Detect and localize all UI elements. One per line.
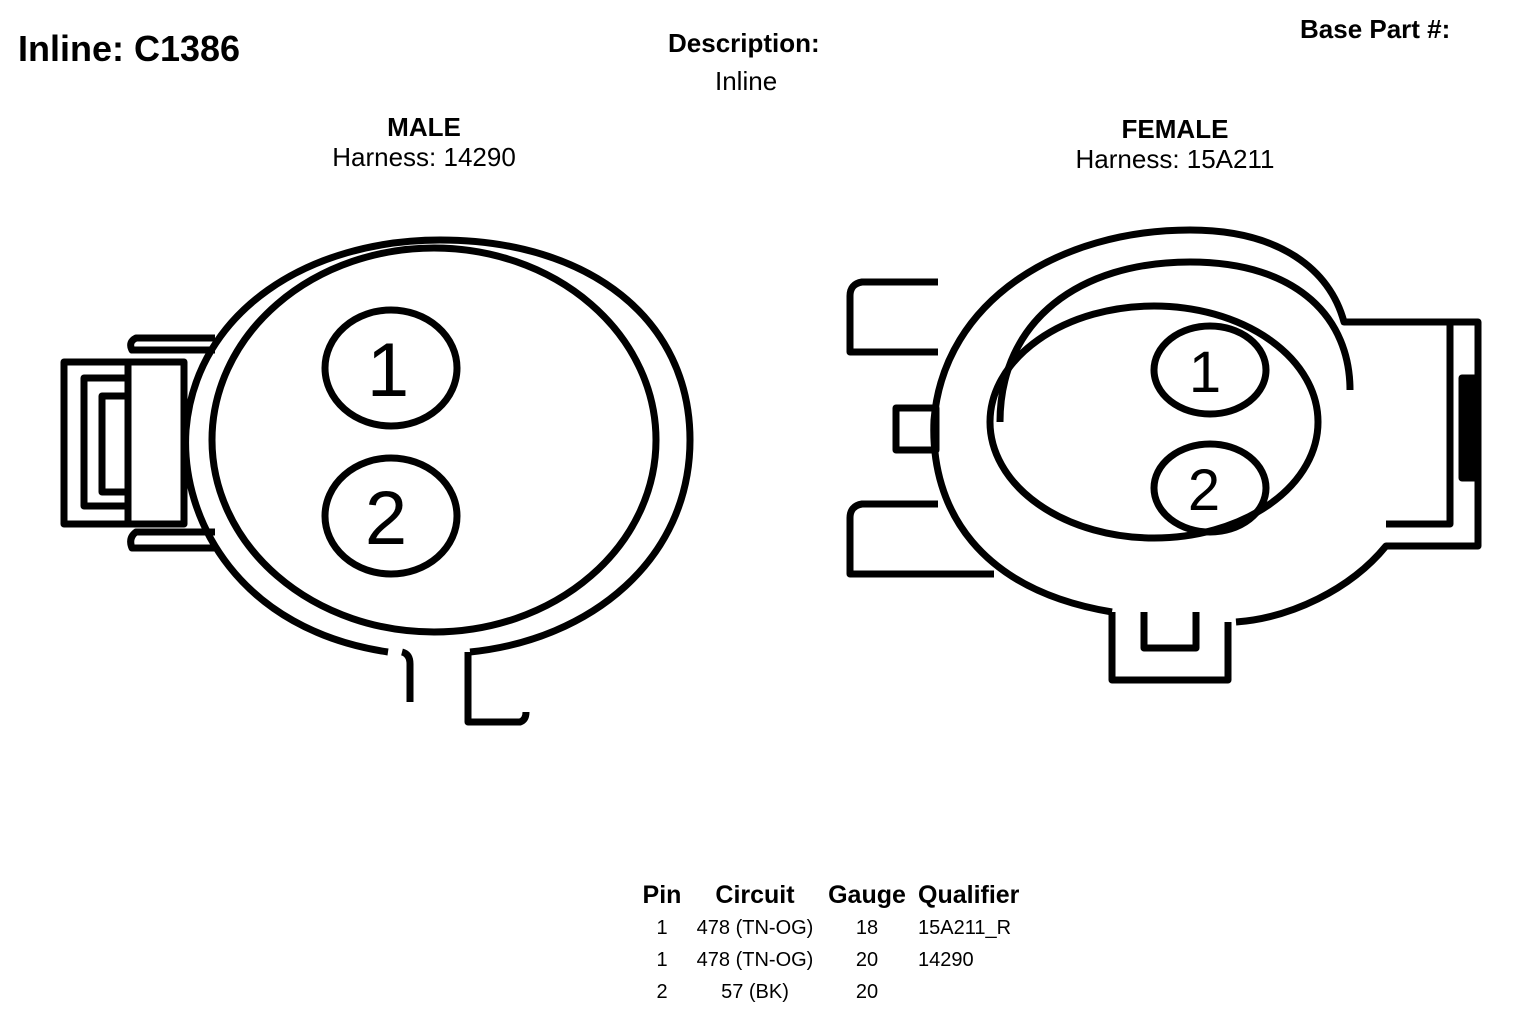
header-pin: Pin [642, 880, 682, 909]
header-qualifier: Qualifier [918, 880, 1020, 909]
female-connector-drawing [846, 226, 1482, 684]
male-heading: MALE Harness: 14290 [274, 112, 574, 172]
pin-circuit-table: Pin Circuit Gauge Qualifier 1 478 (TN-OG… [634, 878, 1038, 1008]
female-heading: FEMALE Harness: 15A211 [1025, 114, 1325, 174]
table-header-row: Pin Circuit Gauge Qualifier [634, 878, 1038, 912]
male-pin-1-label: 1 [367, 328, 409, 413]
header-circuit: Circuit [715, 880, 795, 909]
connector-title: Inline: C1386 [18, 28, 241, 69]
table-row: 2 57 (BK) 20 [634, 976, 1038, 1008]
description-value: Inline [715, 66, 778, 96]
cell-pin: 2 [656, 980, 668, 1003]
cell-pin: 1 [656, 948, 668, 971]
description-label: Description: [668, 28, 820, 58]
female-kind-label: FEMALE [1121, 114, 1229, 144]
cell-gauge: 18 [855, 916, 879, 939]
cell-qualifier [914, 976, 1038, 1008]
male-kind-label: MALE [387, 112, 461, 142]
table-row: 1 478 (TN-OG) 18 15A211_R [634, 912, 1038, 944]
cell-circuit: 57 (BK) [721, 980, 789, 1003]
female-pin-2-label: 2 [1188, 458, 1220, 523]
cell-gauge: 20 [855, 980, 879, 1003]
cell-circuit: 478 (TN-OG) [696, 948, 814, 971]
female-pin-1-label: 1 [1189, 340, 1221, 405]
cell-pin: 1 [656, 916, 668, 939]
male-pin-2-label: 2 [365, 476, 407, 561]
table-row: 1 478 (TN-OG) 20 14290 [634, 944, 1038, 976]
header-gauge: Gauge [828, 880, 906, 909]
cell-gauge: 20 [855, 948, 879, 971]
female-harness-label: Harness: 15A211 [1075, 144, 1275, 174]
base-part-label: Base Part #: [1300, 14, 1451, 44]
male-connector-drawing [60, 236, 694, 726]
male-harness-label: Harness: 14290 [332, 142, 516, 172]
cell-qualifier: 14290 [918, 948, 974, 971]
cell-circuit: 478 (TN-OG) [696, 916, 814, 939]
cell-qualifier: 15A211_R [918, 916, 1012, 939]
